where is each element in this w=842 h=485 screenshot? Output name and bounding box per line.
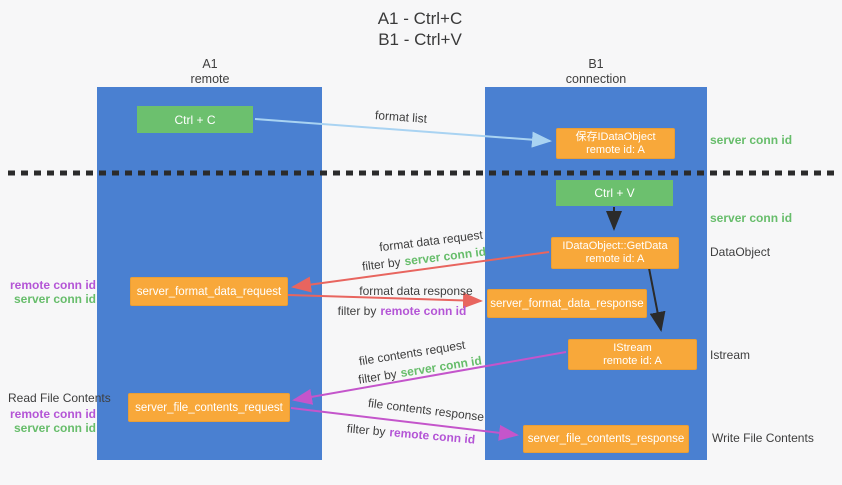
node-ctrl-c: Ctrl + C [137,106,253,133]
label-dataobject: DataObject [710,245,771,259]
node-save-idataobject: 保存IDataObject remote id: A [556,128,675,159]
remote-conn-id-text: remote conn id [388,425,476,447]
label-group-left-top: remote conn id server conn id [0,278,96,306]
node-server-format-data-response-label: server_format_data_response [490,297,644,310]
label-format-data-response: format data response [359,284,472,298]
column-a1-name: A1 [202,57,218,71]
node-server-file-contents-response: server_file_contents_response [523,425,689,453]
node-server-format-data-request: server_format_data_request [130,277,288,306]
node-istream-line2: remote id: A [603,354,662,367]
node-ctrl-v: Ctrl + V [556,180,673,206]
node-server-format-data-request-label: server_format_data_request [136,285,282,298]
label-read-file-contents: Read File Contents [8,391,111,405]
label-server-conn-id-right-mid: server conn id [710,211,793,225]
diagram-title: A1 - Ctrl+C B1 - Ctrl+V [300,8,540,50]
label-remote-conn-id-left-top: remote conn id [9,278,96,292]
label-file-contents-response: file contents response [367,396,485,424]
node-idataobject-getdata: IDataObject::GetData remote id: A [551,237,679,269]
filter-by-text: filter by [337,304,377,318]
node-ctrl-v-label: Ctrl + V [594,186,635,200]
filter-by-text: filter by [357,366,398,387]
label-format-list-text: format list [374,108,428,126]
label-group-left-bottom: remote conn id server conn id [0,407,96,435]
label-write-file-contents: Write File Contents [712,431,814,445]
column-b1-name: B1 [588,57,604,71]
node-istream-line1: IStream [613,341,652,354]
node-istream: IStream remote id: A [568,339,697,370]
label-format-data-response-text: format data response [359,284,473,298]
label-server-conn-id-left-top: server conn id [13,292,96,306]
title-line-b1: B1 - Ctrl+V [378,30,462,49]
node-server-file-contents-request: server_file_contents_request [128,393,290,422]
title-line-a1: A1 - Ctrl+C [377,9,463,28]
node-getdata-line2: remote id: A [585,253,645,265]
column-a1-subtitle: remote [190,72,230,86]
node-save-idataobject-line2: remote id: A [586,143,645,156]
node-server-format-data-response: server_format_data_response [487,289,647,318]
label-istream: Istream [710,348,751,362]
node-save-idataobject-line1: 保存IDataObject [575,130,656,143]
remote-conn-id-text: remote conn id [380,304,467,318]
filter-by-text: filter by [346,421,387,439]
column-header-b1: B1 connection [536,57,656,87]
label-server-conn-id-right-top: server conn id [710,133,793,147]
filter-by-text: filter by [361,254,402,274]
column-header-a1: A1 remote [150,57,270,87]
label-server-conn-id-left-bottom: server conn id [13,421,96,435]
node-ctrl-c-label: Ctrl + C [174,112,216,127]
node-server-file-contents-request-label: server_file_contents_request [135,401,283,414]
label-file-contents-response-text: file contents response [367,395,485,425]
column-b1-subtitle: connection [565,72,627,86]
label-format-list: format list [375,108,428,126]
label-remote-conn-id-left-bottom: remote conn id [9,407,96,421]
node-server-file-contents-response-label: server_file_contents_response [527,433,685,445]
node-getdata-line1: IDataObject::GetData [562,240,668,252]
